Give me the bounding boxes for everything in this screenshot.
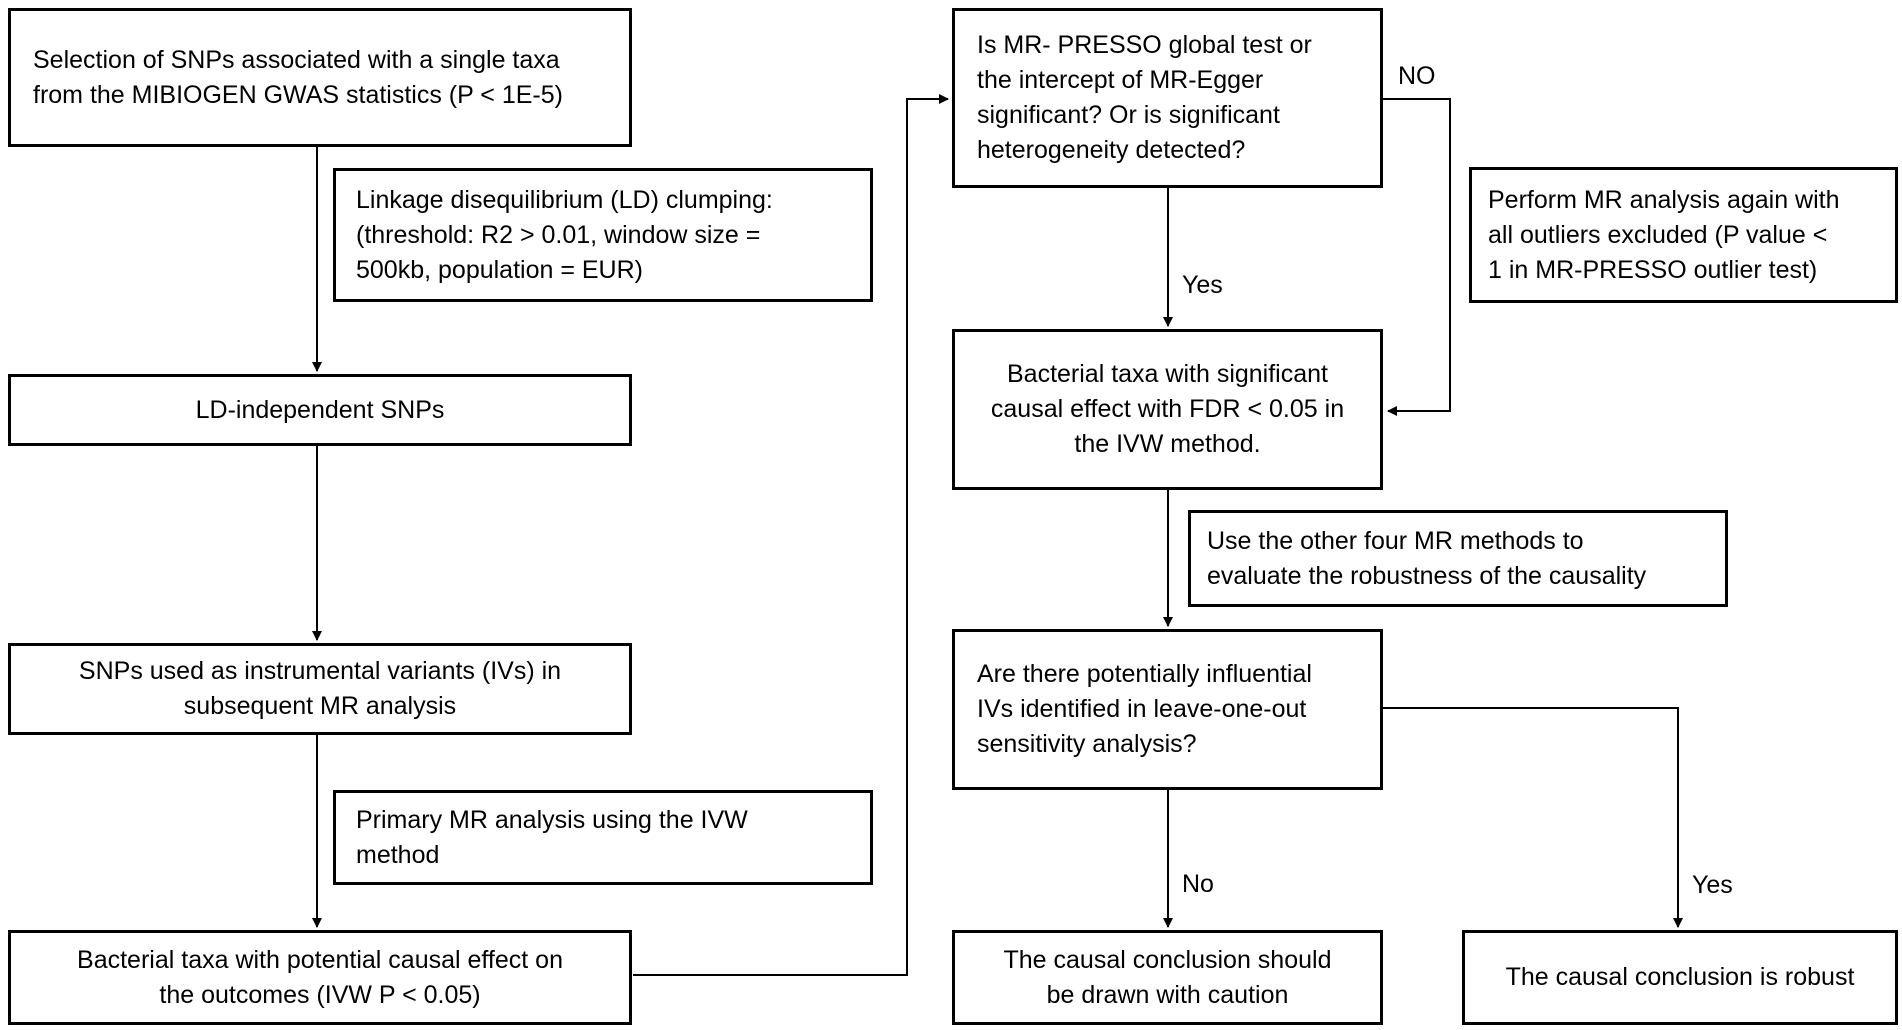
instrumental-variants-box: SNPs used as instrumental variants (IVs)…	[8, 643, 632, 735]
edge-label-no-top: NO	[1398, 62, 1436, 90]
arrow-question-no	[1383, 98, 1451, 416]
ld-clumping-text: Linkage disequilibrium (LD) clumping: (t…	[356, 185, 773, 284]
edge-label-no-bottom: No	[1182, 870, 1214, 898]
ld-clumping-box: Linkage disequilibrium (LD) clumping: (t…	[333, 168, 873, 302]
influential-ivs-question-box: Are there potentially influential IVs id…	[952, 629, 1383, 790]
conclusion-robust-box: The causal conclusion is robust	[1462, 930, 1898, 1025]
ld-independent-snps-box: LD-independent SNPs	[8, 374, 632, 446]
significant-causal-taxa-text: Bacterial taxa with significant causal e…	[990, 360, 1345, 458]
potential-causal-taxa-box: Bacterial taxa with potential causal eff…	[8, 930, 632, 1025]
pleiotropy-question-box: Is MR- PRESSO global test or the interce…	[952, 8, 1383, 188]
primary-mr-analysis-box: Primary MR analysis using the IVW method	[333, 790, 873, 885]
influential-ivs-question-text: Are there potentially influential IVs id…	[977, 660, 1312, 758]
instrumental-variants-text: SNPs used as instrumental variants (IVs)…	[78, 657, 562, 720]
other-mr-methods-box: Use the other four MR methods to evaluat…	[1188, 510, 1728, 607]
arrow-influential-yes	[1383, 707, 1683, 928]
conclusion-caution-box: The causal conclusion should be drawn wi…	[952, 930, 1383, 1025]
significant-causal-taxa-box: Bacterial taxa with significant causal e…	[952, 329, 1383, 490]
pleiotropy-question-text: Is MR- PRESSO global test or the interce…	[977, 31, 1312, 164]
ld-independent-snps-text: LD-independent SNPs	[195, 395, 445, 424]
edge-label-yes-bottom: Yes	[1692, 871, 1733, 899]
potential-causal-taxa-text: Bacterial taxa with potential causal eff…	[77, 945, 563, 1009]
other-mr-methods-text: Use the other four MR methods to evaluat…	[1207, 526, 1647, 590]
selection-of-snps-box: Selection of SNPs associated with a sing…	[8, 8, 632, 147]
primary-mr-analysis-text: Primary MR analysis using the IVW method	[356, 805, 748, 869]
edge-label-yes-middle: Yes	[1182, 271, 1223, 299]
rerun-mr-outliers-text: Perform MR analysis again with all outli…	[1488, 185, 1840, 284]
rerun-mr-outliers-box: Perform MR analysis again with all outli…	[1469, 167, 1898, 303]
selection-of-snps-text: Selection of SNPs associated with a sing…	[33, 45, 563, 109]
conclusion-robust-text: The causal conclusion is robust	[1505, 963, 1855, 991]
conclusion-caution-text: The causal conclusion should be drawn wi…	[1003, 945, 1332, 1009]
